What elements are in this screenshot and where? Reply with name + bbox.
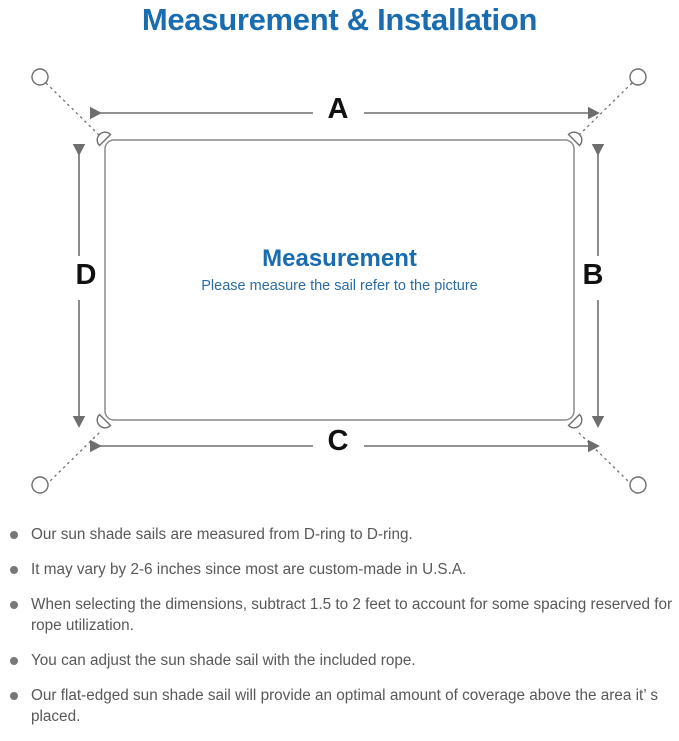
note-text: When selecting the dimensions, subtract …	[31, 596, 673, 634]
note-text: Our flat-edged sun shade sail will provi…	[31, 687, 658, 725]
anchor-point-top-right	[629, 68, 647, 86]
list-item: You can adjust the sun shade sail with t…	[0, 650, 679, 671]
d-ring-top-right	[567, 131, 583, 147]
note-text: Our sun shade sails are measured from D-…	[31, 526, 413, 543]
note-text: You can adjust the sun shade sail with t…	[31, 652, 416, 669]
dimension-label-a: A	[315, 92, 361, 126]
bullet-icon	[10, 531, 18, 539]
dimension-label-c: C	[315, 424, 361, 458]
diagram-svg	[31, 68, 647, 494]
rope-top-right	[577, 82, 633, 137]
rope-bottom-left	[45, 431, 101, 486]
sail-measurement-diagram: Measurement Please measure the sail refe…	[0, 48, 679, 518]
notes-list: Our sun shade sails are measured from D-…	[0, 524, 679, 741]
dimension-label-b: B	[578, 258, 608, 292]
bullet-icon	[10, 601, 18, 609]
d-rings	[96, 131, 583, 429]
note-text: It may vary by 2-6 inches since most are…	[31, 561, 467, 578]
anchor-point-bottom-left	[31, 476, 49, 494]
sail-label: Measurement	[262, 245, 417, 272]
bullet-icon	[10, 657, 18, 665]
dimension-label-d: D	[71, 258, 101, 292]
bullet-icon	[10, 692, 18, 700]
rope-bottom-right	[577, 431, 633, 486]
sail-sublabel: Please measure the sail refer to the pic…	[201, 278, 478, 294]
dimension-arrows	[72, 106, 605, 453]
d-ring-bottom-right	[567, 413, 583, 429]
list-item: It may vary by 2-6 inches since most are…	[0, 559, 679, 580]
rope-lines	[45, 82, 633, 486]
list-item: Our sun shade sails are measured from D-…	[0, 524, 679, 545]
d-ring-bottom-left	[96, 413, 112, 429]
sail-outline	[104, 139, 575, 421]
bullet-icon	[10, 566, 18, 574]
list-item: When selecting the dimensions, subtract …	[0, 594, 679, 636]
anchor-point-top-left	[31, 68, 49, 86]
page-title: Measurement & Installation	[141, 2, 538, 37]
rope-top-left	[45, 82, 101, 137]
list-item: Our flat-edged sun shade sail will provi…	[0, 685, 679, 727]
d-ring-top-left	[96, 131, 112, 147]
anchor-point-bottom-right	[629, 476, 647, 494]
anchor-points	[31, 68, 647, 494]
